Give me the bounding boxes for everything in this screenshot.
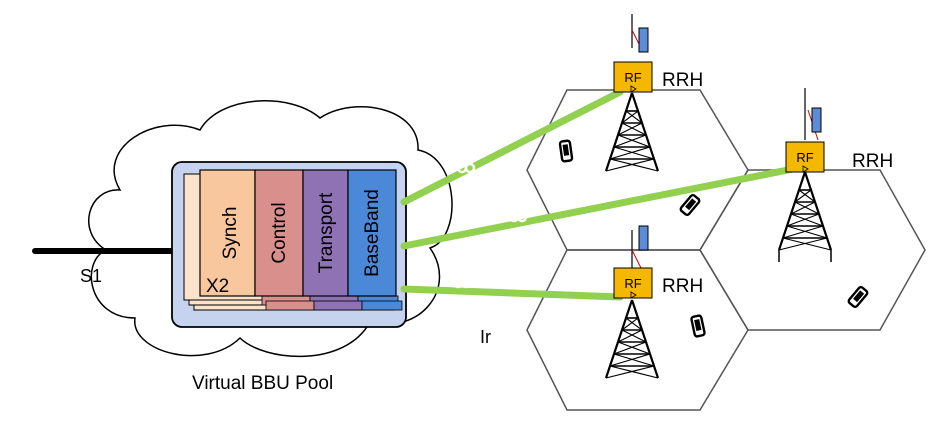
ir-label: Ir [480,327,491,347]
rrh-tower-3: RF RRH [604,225,703,380]
layer-baseband [347,169,397,297]
antenna-icon [638,225,649,251]
s1-label: S1 [80,266,102,286]
rf-label-1: RF [624,70,641,85]
rrh-label-1: RRH [662,70,703,91]
layer-synch [199,169,256,297]
cell-hex-3 [699,169,926,331]
rrh-label-2: RRH [852,151,893,172]
phone-icon [846,284,870,310]
layer-synch-label: Synch [220,207,241,260]
rf-label-3: RF [624,276,641,291]
fronthaul-links [400,88,802,301]
ir-link-3 [400,285,624,301]
layer-control [254,169,304,297]
antenna-icon [811,107,822,133]
phone-icon [678,192,702,218]
rrh-tower-2: RF RRH [777,88,893,262]
phone-icon [558,139,574,163]
layer-baseband-label: BaseBand [362,189,383,277]
bbu-layers: X2 Synch Control Transport BaseBand [199,169,397,297]
rrh-label-3: RRH [662,276,703,297]
layer-control-label: Control [269,202,290,263]
rf-label-2: RF [796,150,813,165]
bbu-pool-label: Virtual BBU Pool [192,373,333,394]
ir-link-1 [400,88,624,206]
ir-link-2 [400,164,802,250]
antenna-icon [638,27,649,53]
rrh-tower-1: RF RRH [604,14,703,173]
phone-icon [689,313,707,339]
cell-hexagons [526,89,926,411]
layer-transport-label: Transport [316,192,337,273]
layer-x2-label: X2 [206,276,229,297]
